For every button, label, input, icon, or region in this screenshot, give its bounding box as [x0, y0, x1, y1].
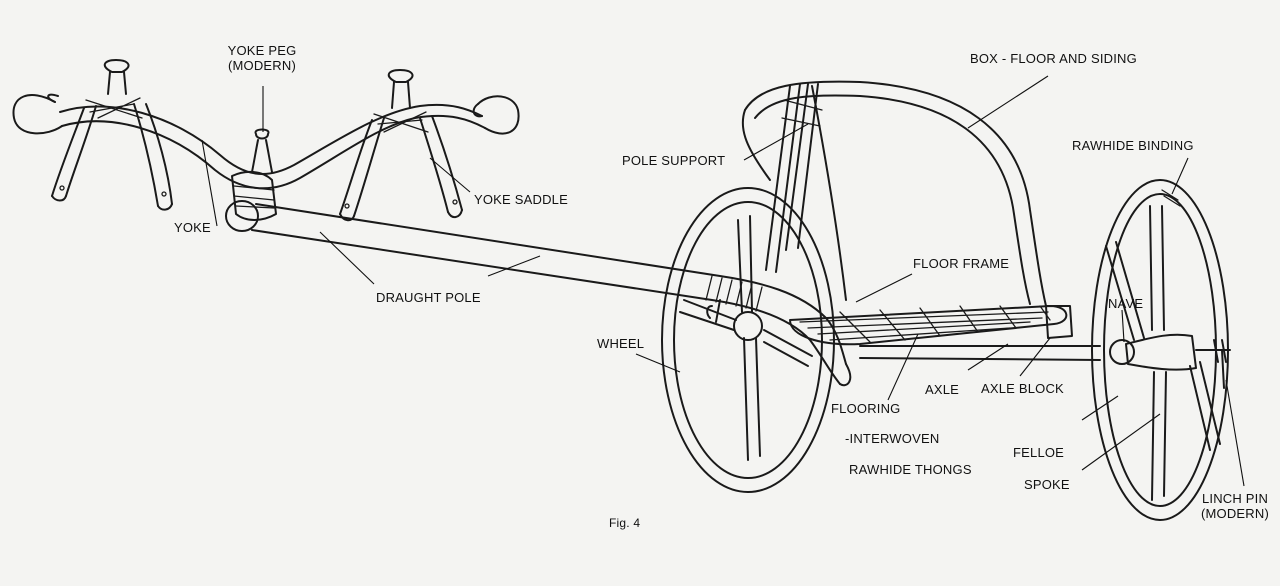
label-axle-block: AXLE BLOCK [981, 381, 1064, 396]
label-linch-pin-line2: (MODERN) [1200, 506, 1270, 521]
label-felloe: FELLOE [1013, 445, 1065, 460]
label-box: BOX - FLOOR AND SIDING [970, 51, 1137, 66]
label-pole-support: POLE SUPPORT [622, 153, 726, 168]
label-flooring: FLOORING [831, 401, 901, 416]
label-flooring-interwoven: -INTERWOVEN [845, 431, 940, 446]
label-linch-pin-line1: LINCH PIN [1201, 491, 1269, 506]
label-spoke: SPOKE [1024, 477, 1070, 492]
leader-lines [201, 75, 1245, 487]
figure-caption: Fig. 4 [609, 516, 641, 530]
label-wheel: WHEEL [597, 336, 645, 351]
box-drawing [741, 80, 1101, 361]
label-rawhide-binding: RAWHIDE BINDING [1072, 138, 1194, 153]
label-yoke-peg-line1: YOKE PEG [227, 43, 297, 58]
label-yoke: YOKE [174, 220, 211, 235]
label-yoke-peg-line2: (MODERN) [227, 58, 297, 73]
right-wheel-drawing [1091, 179, 1231, 521]
label-flooring-rawhide-thongs: RAWHIDE THONGS [849, 462, 972, 477]
label-floor-frame: FLOOR FRAME [913, 256, 1010, 271]
draught-pole-drawing [225, 200, 852, 387]
label-yoke-saddle: YOKE SADDLE [474, 192, 568, 207]
label-axle: AXLE [925, 382, 960, 397]
label-yoke-peg: YOKE PEG (MODERN) [212, 43, 312, 73]
left-wheel-drawing [661, 187, 835, 493]
label-nave: NAVE [1108, 296, 1144, 311]
label-linch-pin: LINCH PIN (MODERN) [1190, 491, 1280, 521]
label-draught-pole: DRAUGHT POLE [376, 290, 481, 305]
yoke-drawing [12, 59, 520, 222]
